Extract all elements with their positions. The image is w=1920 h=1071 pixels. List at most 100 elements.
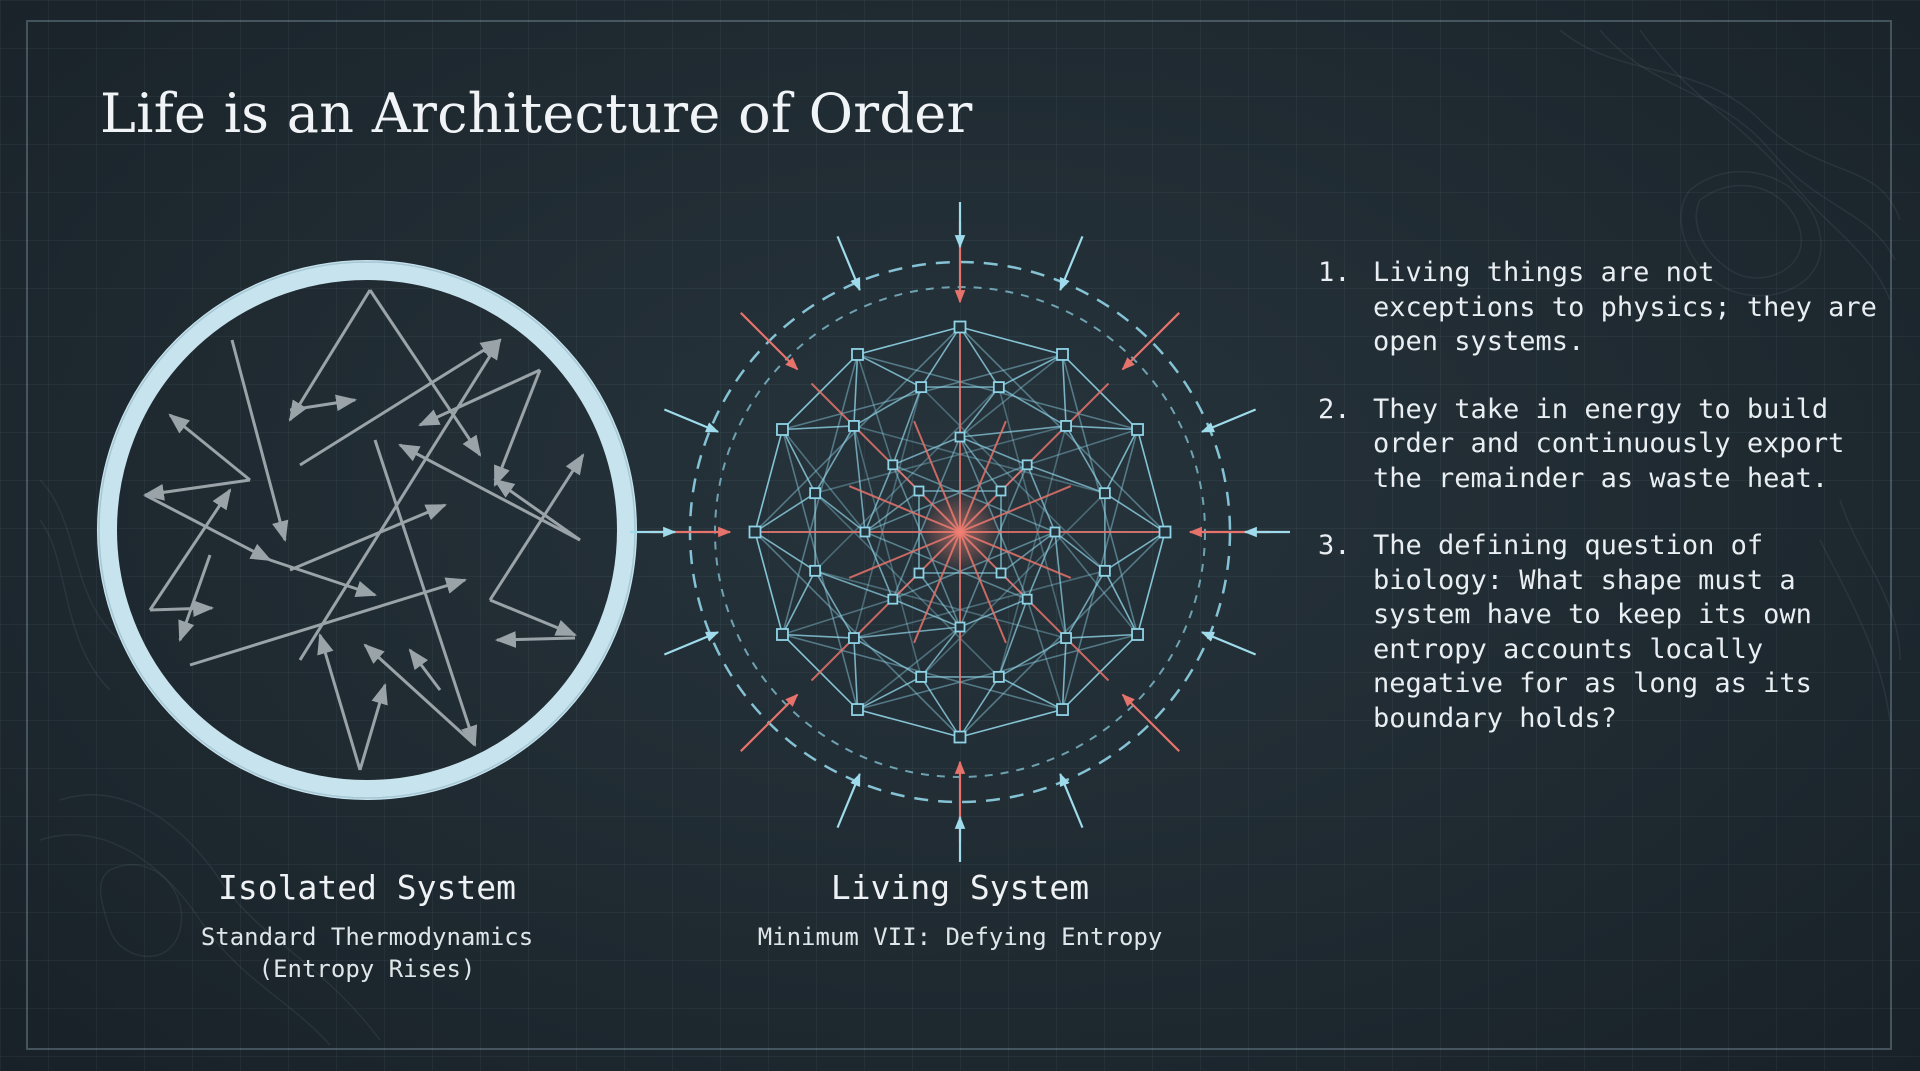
network-node <box>1060 420 1072 432</box>
network-node <box>913 485 925 497</box>
network-edge <box>781 429 816 494</box>
network-edge <box>998 676 1063 711</box>
living-system-subtitle: Minimum VII: Defying Entropy <box>757 923 1163 951</box>
isolated-boundary-ring <box>97 260 637 800</box>
network-node <box>1056 703 1069 716</box>
network-edge <box>853 354 859 426</box>
network-edge <box>853 425 866 533</box>
slide-frame <box>26 20 1892 1050</box>
network-node <box>913 567 925 579</box>
network-edge <box>814 570 894 600</box>
inflow-arrow <box>1059 772 1084 829</box>
network-node <box>954 431 966 443</box>
network-edge <box>853 638 859 710</box>
network-edge <box>754 492 816 533</box>
network-node <box>995 485 1007 497</box>
network-edge <box>1054 531 1067 639</box>
core-glow <box>920 492 1000 572</box>
network-edge <box>959 708 1063 738</box>
network-edge <box>1026 598 1064 710</box>
network-edge <box>1026 428 1138 466</box>
energy-in-arrow <box>1121 312 1180 371</box>
network-edge <box>959 676 1000 738</box>
network-edge <box>1065 570 1106 639</box>
inflow-arrows <box>630 202 1290 862</box>
network-edge <box>853 386 922 427</box>
network-edge <box>1104 531 1166 572</box>
network-node <box>776 423 789 436</box>
network-node <box>848 420 860 432</box>
point-item: 2. They take in energy to build order an… <box>1318 393 1878 497</box>
network-edge <box>814 425 1067 494</box>
network-edge <box>1061 638 1067 710</box>
network-node <box>992 381 1005 394</box>
network-edge <box>959 353 1064 438</box>
network-node <box>887 459 899 471</box>
network-edge <box>920 326 961 388</box>
network-edge <box>857 676 922 711</box>
network-edge <box>853 570 1106 639</box>
network-node <box>1131 423 1144 436</box>
point-text: They take in energy to build order and c… <box>1373 393 1845 494</box>
inflow-arrow <box>663 631 720 656</box>
network-node <box>1098 564 1111 577</box>
network-edge <box>754 531 816 572</box>
network-edge <box>781 428 866 533</box>
network-node <box>992 670 1005 683</box>
network-node <box>915 381 928 394</box>
network-node <box>851 348 864 361</box>
point-item: 1. Living things are not exceptions to p… <box>1318 256 1878 360</box>
network-edge <box>998 353 1063 388</box>
network-node <box>851 703 864 716</box>
network-edge <box>998 425 1067 678</box>
slide-title: Life is an Architecture of Order <box>100 82 973 145</box>
network-edge <box>1065 425 1106 494</box>
network-node <box>1021 459 1033 471</box>
random-arrows <box>142 289 585 771</box>
network-node <box>995 567 1007 579</box>
isolated-system-subtitle-2: (Entropy Rises) <box>258 955 476 983</box>
network-edge <box>856 354 894 466</box>
network-edge <box>853 626 961 639</box>
network-node <box>859 526 871 538</box>
network-node <box>1049 526 1061 538</box>
network-edge <box>1066 425 1138 431</box>
network-edge <box>959 436 1002 492</box>
network-edge <box>1136 429 1166 533</box>
network-edge <box>1054 531 1106 572</box>
living-caption: Living System Minimum VII: Defying Entro… <box>758 868 1163 953</box>
inflow-arrow <box>663 408 720 433</box>
point-number: 1. <box>1318 257 1351 288</box>
network-edge <box>857 353 922 388</box>
network-node <box>953 320 967 334</box>
point-item: 3. The defining question of biology: Wha… <box>1318 529 1878 736</box>
energy-in-arrow <box>1121 693 1180 752</box>
network-edge <box>814 492 866 533</box>
point-number: 3. <box>1318 530 1351 561</box>
network-node <box>809 564 822 577</box>
network-edge <box>1061 354 1067 426</box>
point-text: Living things are not exceptions to phys… <box>1373 257 1877 357</box>
network-edge <box>781 570 816 635</box>
network-node <box>748 525 762 539</box>
network-node <box>953 730 967 744</box>
network-edge <box>959 326 1000 388</box>
point-text: The defining question of biology: What s… <box>1373 530 1812 734</box>
point-number: 2. <box>1318 393 1351 425</box>
network-node <box>776 628 789 641</box>
isolated-system-title: Isolated System <box>217 868 516 907</box>
network-edge <box>998 637 1067 678</box>
network-edge <box>998 386 1067 427</box>
network-edge <box>814 425 855 494</box>
network-edge <box>959 425 1067 438</box>
network-edge <box>782 633 854 639</box>
inflow-arrow <box>836 235 861 292</box>
inflow-arrow <box>1200 631 1257 656</box>
network-edge <box>1104 492 1166 533</box>
network-node <box>1021 593 1033 605</box>
network-edge <box>853 386 922 639</box>
network-edge <box>754 531 784 635</box>
